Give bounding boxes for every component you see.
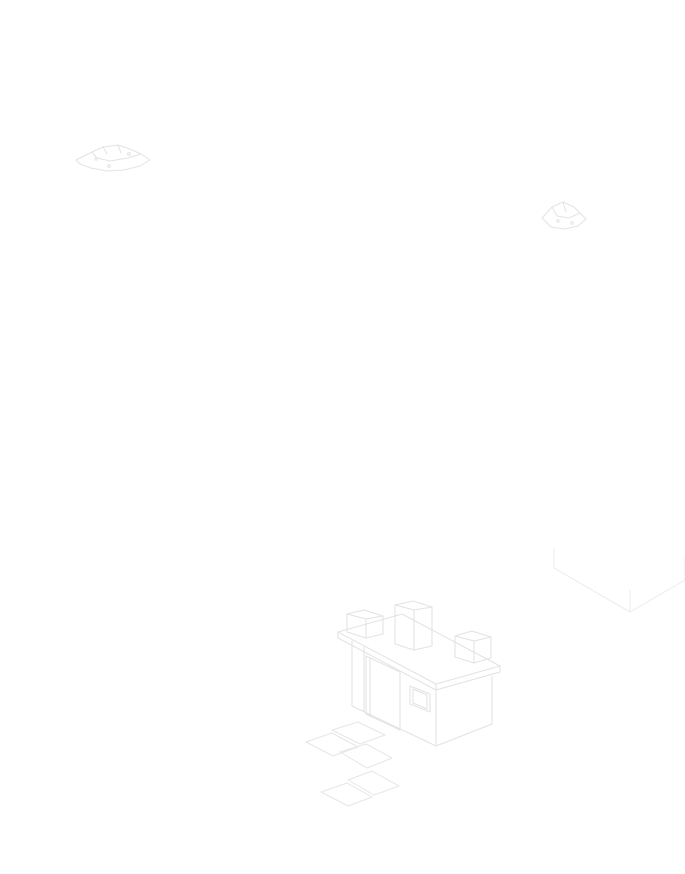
rock-pile-left-icon: [75, 144, 151, 172]
rock-pile-right-icon: [541, 201, 587, 230]
stepping-stones-icon: [305, 721, 400, 807]
isometric-building-icon: [337, 600, 501, 747]
cube-block-icon: [553, 547, 685, 613]
